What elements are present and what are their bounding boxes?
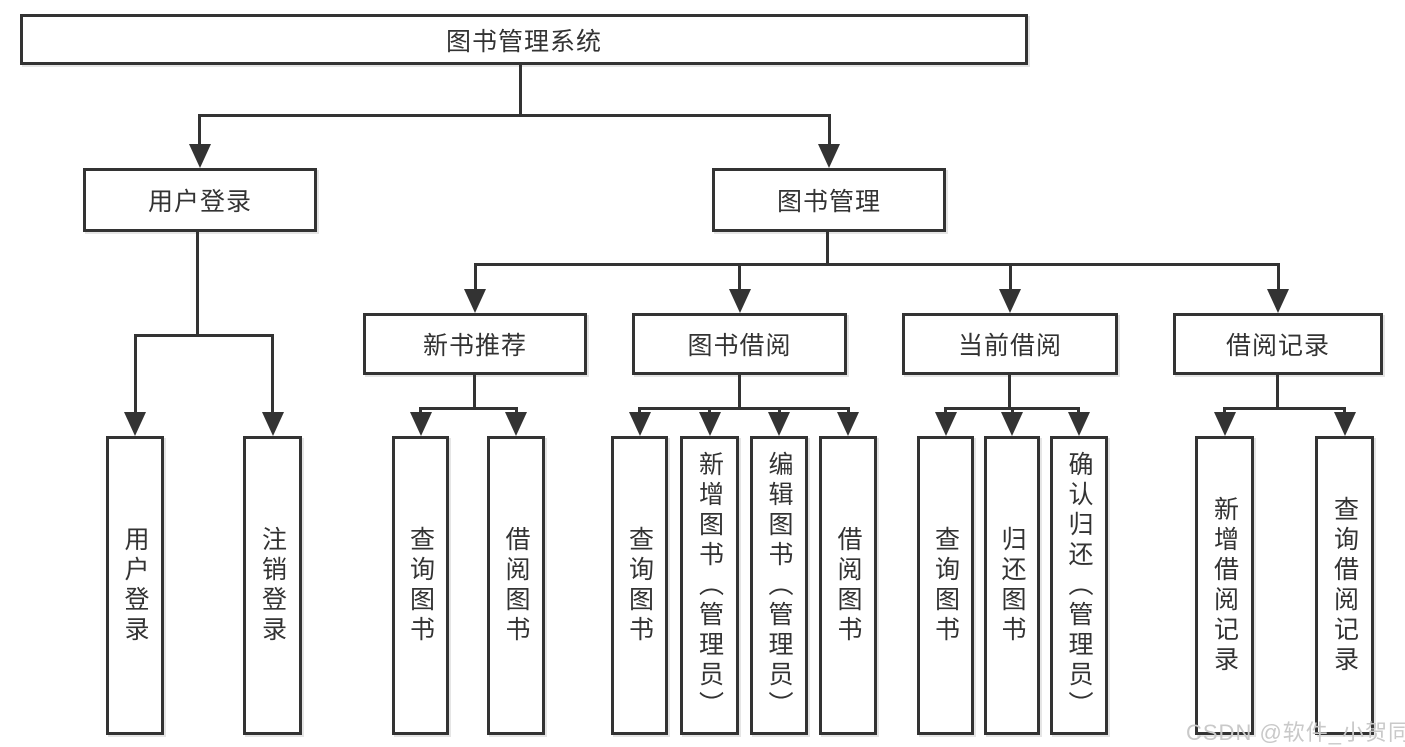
arrowhead-down-icon [1267, 289, 1289, 313]
arrowhead-down-icon [935, 412, 957, 436]
arrowhead-down-icon [699, 412, 721, 436]
leaf-borrow-books-recommend: 借阅图书 [487, 436, 545, 735]
connector-drop-user-login [198, 114, 201, 150]
connector-drop-level3 [1277, 263, 1280, 295]
leaf-logout: 注销登录 [243, 436, 302, 735]
connector-records-riser [1276, 375, 1279, 410]
connector-drop-level3 [1009, 263, 1012, 295]
leaf-add-books-admin: 新增图书（管理员） [680, 436, 739, 735]
node-book-management: 图书管理 [712, 168, 946, 232]
leaf-add-borrow-record: 新增借阅记录 [1195, 436, 1254, 735]
arrowhead-down-icon [505, 412, 527, 436]
arrowhead-down-icon [189, 144, 211, 168]
connector-user-login-riser [196, 232, 199, 337]
connector-user-login-crossbar [134, 334, 274, 337]
connector-book-management-crossbar [474, 263, 1279, 266]
leaf-edit-books-admin: 编辑图书（管理员） [750, 436, 808, 735]
arrowhead-down-icon [410, 412, 432, 436]
connector-drop-book-management [828, 114, 831, 150]
connector-drop-level3 [474, 263, 477, 295]
connector-root-riser [519, 65, 522, 117]
leaf-query-books-borrowing: 查询图书 [611, 436, 668, 735]
connector-borrowing-riser [738, 375, 741, 410]
arrowhead-down-icon [464, 289, 486, 313]
node-current-borrowing: 当前借阅 [902, 313, 1118, 375]
connector-records-crossbar [1223, 407, 1346, 410]
connector-book-management-riser [826, 232, 829, 266]
arrowhead-down-icon [818, 144, 840, 168]
arrowhead-down-icon [729, 289, 751, 313]
connector-recommend-crossbar [419, 407, 518, 410]
node-new-book-recommendation: 新书推荐 [363, 313, 587, 375]
node-root-library-management-system: 图书管理系统 [20, 14, 1028, 65]
node-book-borrowing: 图书借阅 [632, 313, 847, 375]
arrowhead-down-icon [768, 412, 790, 436]
leaf-confirm-return-admin: 确认归还（管理员） [1050, 436, 1108, 735]
connector-borrowing-crossbar [638, 407, 850, 410]
leaf-user-login: 用户登录 [106, 436, 164, 735]
connector-drop-level3 [738, 263, 741, 295]
leaf-query-books-recommend: 查询图书 [392, 436, 449, 735]
arrowhead-down-icon [262, 412, 284, 436]
arrowhead-down-icon [1214, 412, 1236, 436]
arrowhead-down-icon [837, 412, 859, 436]
arrowhead-down-icon [629, 412, 651, 436]
connector-drop-leaf [134, 334, 137, 418]
connector-root-crossbar [198, 114, 831, 117]
arrowhead-down-icon [124, 412, 146, 436]
leaf-query-borrow-record: 查询借阅记录 [1315, 436, 1374, 735]
leaf-borrow-books: 借阅图书 [819, 436, 877, 735]
leaf-query-books-current: 查询图书 [917, 436, 974, 735]
connector-current-riser [1008, 375, 1011, 410]
csdn-watermark: CSDN @软件_小贺同学 [1186, 720, 1405, 745]
arrowhead-down-icon [1001, 412, 1023, 436]
arrowhead-down-icon [1068, 412, 1090, 436]
node-borrowing-records: 借阅记录 [1173, 313, 1383, 375]
node-user-login: 用户登录 [83, 168, 317, 232]
leaf-return-books: 归还图书 [984, 436, 1040, 735]
connector-drop-leaf [271, 334, 274, 418]
arrowhead-down-icon [999, 289, 1021, 313]
arrowhead-down-icon [1334, 412, 1356, 436]
connector-recommend-riser [473, 375, 476, 410]
